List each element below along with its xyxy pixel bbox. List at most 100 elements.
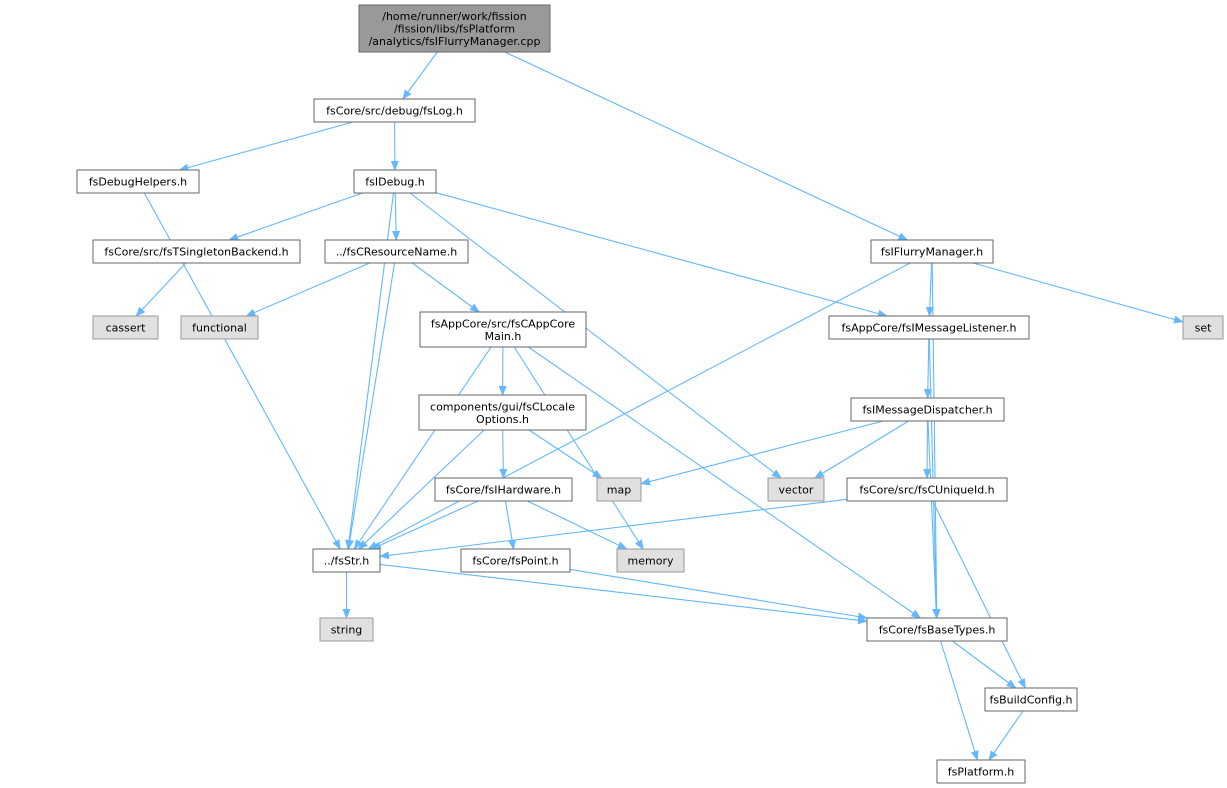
edge-line <box>379 563 868 625</box>
node-label: components/gui/fsCLocale <box>430 400 575 413</box>
node-debughelpers[interactable]: fsDebugHelpers.h <box>76 169 200 194</box>
node-box[interactable] <box>1182 315 1224 340</box>
edge-fsstr-to-basetypes <box>379 563 868 625</box>
node-label: /fission/libs/fsPlatform <box>394 23 515 36</box>
node-label: fsAppCore/fsIMessageListener.h <box>841 322 1016 335</box>
node-label: fsCore/fsBaseTypes.h <box>879 624 996 637</box>
edge-line <box>528 429 603 479</box>
node-box[interactable] <box>313 98 476 123</box>
node-box[interactable] <box>418 394 587 431</box>
edge-line <box>640 420 884 486</box>
edge-line <box>923 338 932 399</box>
node-box[interactable] <box>180 315 259 340</box>
node-label: fsCore/src/fsTSingletonBackend.h <box>104 246 288 259</box>
edge-fslog-to-debughelpers <box>178 121 354 172</box>
node-label: fsDebugHelpers.h <box>89 176 187 189</box>
node-label: cassert <box>106 322 147 335</box>
node-label: Main.h <box>485 330 522 343</box>
nodes-layer: /home/runner/work/fission/fission/libs/f… <box>76 4 1224 784</box>
node-resname[interactable]: ../fsCResourceName.h <box>324 239 469 264</box>
edge-fsidebug-to-vector <box>409 192 782 479</box>
node-label: /analytics/fsIFlurryManager.cpp <box>369 35 541 48</box>
node-box[interactable] <box>870 239 994 264</box>
node-label: string <box>331 624 363 637</box>
node-box[interactable] <box>828 315 1030 340</box>
node-box[interactable] <box>434 477 573 502</box>
node-box[interactable] <box>936 759 1026 784</box>
edge-line <box>499 429 508 479</box>
edge-appcoremain-to-memory <box>513 346 644 550</box>
edge-locale-to-hardware <box>499 429 508 479</box>
edge-line <box>504 500 517 550</box>
node-box[interactable] <box>616 548 685 573</box>
edge-line <box>513 346 644 550</box>
node-box[interactable] <box>92 315 159 340</box>
node-label: fsCore/fsPoint.h <box>472 555 558 568</box>
node-hardware[interactable]: fsCore/fsIHardware.h <box>434 477 573 502</box>
edge-line <box>228 192 363 241</box>
edge-uniqueid-to-buildconfig <box>932 500 1026 689</box>
edge-resname-to-appcoremain <box>411 262 480 313</box>
node-box[interactable] <box>850 397 1005 422</box>
node-platform[interactable]: fsPlatform.h <box>936 759 1026 784</box>
node-box[interactable] <box>767 477 825 502</box>
edge-line <box>504 51 909 241</box>
node-label: ../fsStr.h <box>324 555 370 568</box>
node-box[interactable] <box>312 548 381 573</box>
edge-root-to-flurry <box>504 51 909 241</box>
node-label: fsIFlurryManager.h <box>881 246 983 259</box>
node-msglistener[interactable]: fsAppCore/fsIMessageListener.h <box>828 315 1030 340</box>
node-map[interactable]: map <box>596 477 642 502</box>
node-uniqueid[interactable]: fsCore/src/fsCUniqueId.h <box>846 477 1008 502</box>
node-box[interactable] <box>460 548 571 573</box>
node-box[interactable] <box>866 617 1008 642</box>
node-box[interactable] <box>846 477 1008 502</box>
node-box[interactable] <box>419 311 587 348</box>
node-box[interactable] <box>984 687 1078 712</box>
edge-basetypes-to-platform <box>940 640 979 761</box>
node-memory[interactable]: memory <box>616 548 685 573</box>
edge-msgdispatcher-to-vector <box>814 420 909 479</box>
node-fslog[interactable]: fsCore/src/debug/fsLog.h <box>313 98 476 123</box>
edge-line <box>370 500 479 550</box>
node-label: /home/runner/work/fission <box>382 10 527 23</box>
node-fsstr[interactable]: ../fsStr.h <box>312 548 381 573</box>
node-functional[interactable]: functional <box>180 315 259 340</box>
node-point[interactable]: fsCore/fsPoint.h <box>460 548 571 573</box>
node-basetypes[interactable]: fsCore/fsBaseTypes.h <box>866 617 1008 642</box>
node-cassert[interactable]: cassert <box>92 315 159 340</box>
node-flurry[interactable]: fsIFlurryManager.h <box>870 239 994 264</box>
node-fsidebug[interactable]: fsIDebug.h <box>353 169 437 194</box>
node-msgdispatcher[interactable]: fsIMessageDispatcher.h <box>850 397 1005 422</box>
node-label: memory <box>628 555 674 568</box>
node-buildconfig[interactable]: fsBuildConfig.h <box>984 687 1078 712</box>
edge-hardware-to-fsstr <box>370 500 479 550</box>
node-vector[interactable]: vector <box>767 477 825 502</box>
edge-line <box>402 51 438 100</box>
node-singleton[interactable]: fsCore/src/fsTSingletonBackend.h <box>92 239 301 264</box>
edge-point-to-basetypes <box>569 568 868 621</box>
edge-line <box>952 640 1017 689</box>
node-label: fsAppCore/src/fsCAppCore <box>431 317 575 330</box>
node-label: ../fsCResourceName.h <box>336 246 457 259</box>
edge-line <box>932 500 1026 689</box>
node-set[interactable]: set <box>1182 315 1224 340</box>
node-box[interactable] <box>76 169 200 194</box>
node-box[interactable] <box>319 617 374 642</box>
node-root[interactable]: /home/runner/work/fission/fission/libs/f… <box>358 4 551 53</box>
node-box[interactable] <box>596 477 642 502</box>
edge-line <box>435 192 888 318</box>
edge-line <box>569 568 868 621</box>
edge-hardware-to-point <box>504 500 517 550</box>
node-string[interactable]: string <box>319 617 374 642</box>
edge-hardware-to-memory <box>527 500 628 550</box>
node-box[interactable] <box>92 239 301 264</box>
edge-line <box>527 346 922 619</box>
node-box[interactable] <box>358 4 551 53</box>
node-box[interactable] <box>353 169 437 194</box>
edge-line <box>927 420 941 619</box>
node-box[interactable] <box>324 239 469 264</box>
